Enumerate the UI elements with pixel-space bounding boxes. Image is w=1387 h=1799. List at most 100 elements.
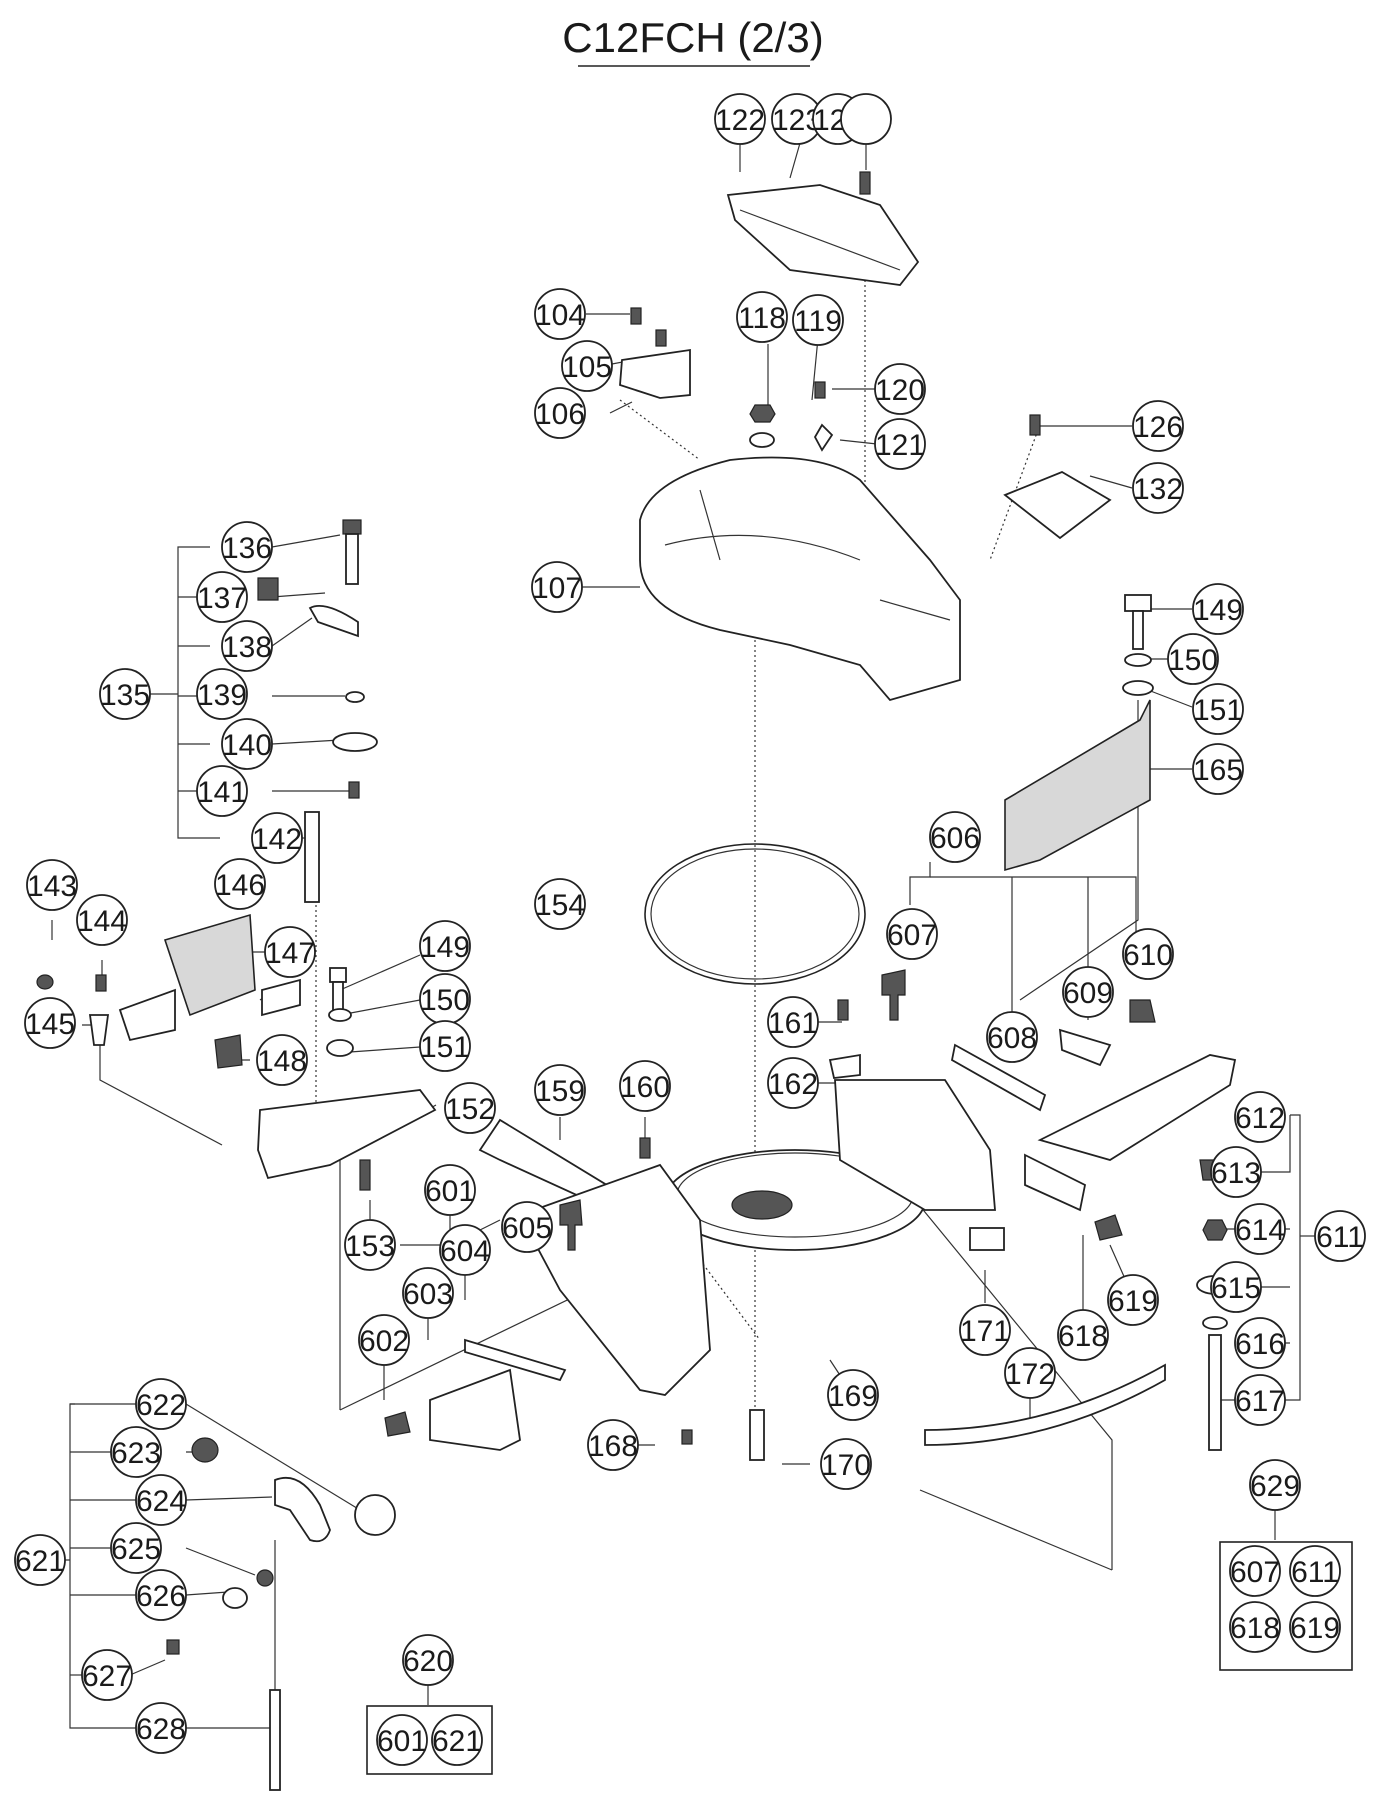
svg-text:119: 119 [794, 305, 842, 338]
svg-text:627: 627 [82, 1660, 132, 1693]
part-label-104: 104 [534, 288, 586, 340]
svg-text:136: 136 [222, 532, 272, 565]
svg-text:618: 618 [1230, 1612, 1280, 1645]
svg-text:601: 601 [425, 1175, 475, 1208]
svg-text:139: 139 [197, 679, 247, 712]
part-drawings [36, 171, 1237, 1791]
part-label-607: 607 [886, 908, 938, 960]
svg-text:607: 607 [1230, 1556, 1280, 1589]
part-label-139: 139 [196, 668, 248, 720]
part-label-618: 618 [1057, 1309, 1109, 1361]
part-label-147: 147 [264, 926, 316, 978]
part-label-169: 169 [827, 1369, 879, 1421]
svg-text:146: 146 [215, 869, 265, 902]
part-label-615: 615 [1210, 1261, 1262, 1313]
part-label-137: 137 [196, 571, 248, 623]
part-label-171: 171 [959, 1304, 1011, 1356]
part-label-160: 160 [619, 1060, 671, 1112]
part-label-621: 621 [14, 1534, 66, 1586]
svg-text:603: 603 [403, 1278, 453, 1311]
part-label-159: 159 [534, 1064, 586, 1116]
part-label-621-kit: 621 [431, 1714, 483, 1766]
part-label-605: 605 [501, 1201, 553, 1253]
part-label-604: 604 [439, 1224, 491, 1276]
part-label-106: 106 [534, 387, 586, 439]
part-label-603: 603 [402, 1267, 454, 1319]
part-label-172: 172 [1004, 1347, 1056, 1399]
part-label-145: 145 [24, 997, 76, 1049]
part-label-140: 140 [221, 718, 273, 770]
svg-text:171: 171 [960, 1315, 1010, 1348]
svg-text:107: 107 [532, 572, 582, 605]
part-label-601-kit: 601 [376, 1714, 428, 1766]
part-label-132: 132 [1132, 462, 1184, 514]
part-label-611: 611 [1314, 1210, 1366, 1262]
svg-text:149: 149 [420, 931, 470, 964]
svg-text:618: 618 [1058, 1320, 1108, 1353]
part-label-152: 152 [444, 1082, 496, 1134]
blank-bubble [840, 93, 892, 145]
svg-text:132: 132 [1133, 473, 1183, 506]
svg-text:620: 620 [403, 1645, 453, 1678]
svg-text:601: 601 [377, 1725, 427, 1758]
part-number-labels: 122 123 124 104 105 106 118 119 120 121 … [14, 93, 1366, 1766]
svg-text:154: 154 [535, 889, 585, 922]
part-label-607-kit: 607 [1229, 1545, 1281, 1597]
svg-text:609: 609 [1063, 977, 1113, 1010]
part-label-138: 138 [221, 620, 273, 672]
svg-text:611: 611 [1316, 1221, 1364, 1254]
svg-text:619: 619 [1290, 1612, 1340, 1645]
part-label-143: 143 [26, 859, 78, 911]
part-label-619-kit: 619 [1289, 1601, 1341, 1653]
svg-text:622: 622 [136, 1389, 186, 1422]
part-label-118: 118 [736, 291, 788, 343]
svg-text:122: 122 [715, 104, 765, 137]
svg-text:628: 628 [136, 1713, 186, 1746]
svg-text:141: 141 [197, 776, 247, 809]
svg-text:140: 140 [222, 729, 272, 762]
svg-text:612: 612 [1235, 1102, 1285, 1135]
svg-text:126: 126 [1133, 411, 1183, 444]
svg-text:147: 147 [265, 937, 315, 970]
part-label-619: 619 [1107, 1274, 1159, 1326]
svg-text:149: 149 [1193, 594, 1243, 627]
svg-text:150: 150 [1168, 644, 1218, 677]
svg-text:118: 118 [738, 302, 786, 335]
part-label-601: 601 [424, 1164, 476, 1216]
svg-text:151: 151 [1193, 694, 1243, 727]
svg-text:605: 605 [502, 1212, 552, 1245]
part-label-629: 629 [1249, 1459, 1301, 1511]
part-label-170: 170 [820, 1438, 872, 1490]
part-label-162: 162 [767, 1057, 819, 1109]
part-label-611-kit: 611 [1289, 1545, 1341, 1597]
part-label-609: 609 [1062, 966, 1114, 1018]
svg-text:161: 161 [768, 1007, 818, 1040]
svg-text:153: 153 [345, 1230, 395, 1263]
part-label-122: 122 [714, 93, 766, 145]
part-label-154: 154 [534, 878, 586, 930]
part-label-623: 623 [110, 1426, 162, 1478]
part-label-120: 120 [874, 363, 926, 415]
svg-text:613: 613 [1211, 1157, 1261, 1190]
svg-text:150: 150 [420, 984, 470, 1017]
svg-text:626: 626 [136, 1580, 186, 1613]
svg-text:624: 624 [136, 1485, 186, 1518]
part-label-612: 612 [1234, 1091, 1286, 1143]
svg-text:606: 606 [930, 822, 980, 855]
part-label-126: 126 [1132, 400, 1184, 452]
part-label-168: 168 [587, 1419, 639, 1471]
svg-text:137: 137 [197, 582, 247, 615]
kit-box-629 [1219, 1541, 1353, 1671]
svg-text:144: 144 [77, 905, 127, 938]
part-label-144: 144 [76, 894, 128, 946]
part-label-141: 141 [196, 765, 248, 817]
part-label-618-kit: 618 [1229, 1601, 1281, 1653]
svg-text:610: 610 [1123, 939, 1173, 972]
svg-text:138: 138 [222, 631, 272, 664]
part-label-121: 121 [874, 418, 926, 470]
svg-text:160: 160 [620, 1071, 670, 1104]
part-label-146: 146 [214, 858, 266, 910]
svg-text:135: 135 [100, 679, 150, 712]
part-label-123: 123 [771, 93, 823, 145]
